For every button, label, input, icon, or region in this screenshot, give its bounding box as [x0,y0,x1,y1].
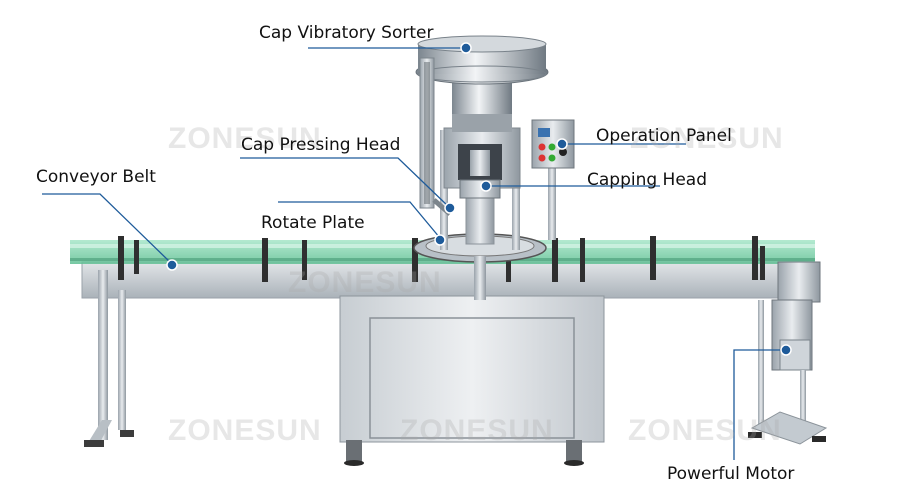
dot-operation-panel [556,138,568,150]
label-cap-vibratory-sorter: Cap Vibratory Sorter [259,23,434,43]
leader-cap-pressing-head [240,157,451,209]
dot-capping-head [480,180,492,192]
leader-lines [42,47,786,460]
motor-graphic [748,261,828,445]
watermark: ZONESUN [630,122,784,155]
machine-cabinet [339,295,605,466]
watermark: ZONESUN [400,414,554,447]
dot-powerful-motor [780,344,792,356]
watermark: ZONESUN [288,266,442,299]
leader-dots [166,42,792,356]
watermark: ZONESUN [628,414,782,447]
leader-conveyor-belt [42,193,173,265]
label-cap-pressing-head: Cap Pressing Head [241,135,401,155]
vibratory-sorter-graphic [415,35,549,132]
leader-rotate-plate [278,201,441,239]
watermark: ZONESUN [168,122,322,155]
watermark: ZONESUN [168,414,322,447]
label-conveyor-belt: Conveyor Belt [36,167,156,187]
operation-panel-graphic [531,119,575,240]
dot-rotate-plate [434,234,446,246]
dot-cap-pressing-head [444,202,456,214]
conveyor-frame [81,261,783,447]
label-powerful-motor: Powerful Motor [667,464,795,484]
capping-frame [440,127,521,250]
leader-powerful-motor [733,349,786,460]
dot-conveyor-belt [166,259,178,271]
dot-cap-vibratory-sorter [460,42,472,54]
label-operation-panel: Operation Panel [596,126,732,146]
label-rotate-plate: Rotate Plate [261,213,365,233]
label-capping-head: Capping Head [587,170,708,190]
